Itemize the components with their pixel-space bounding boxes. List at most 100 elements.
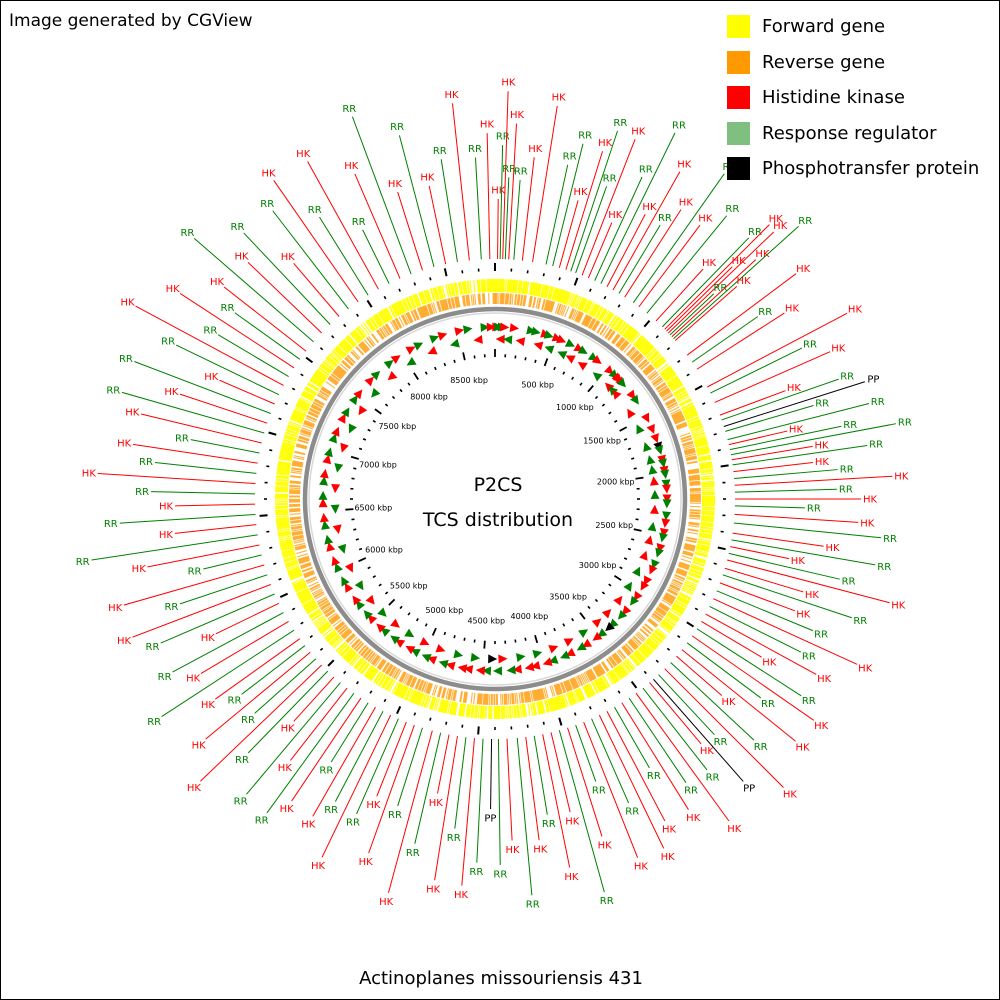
legend: Forward gene Reverse gene Histidine kina…	[727, 9, 979, 187]
reverse-gene-mark	[525, 691, 528, 703]
forward-gene-mark	[279, 452, 293, 457]
reverse-gene-mark	[297, 439, 309, 444]
forward-gene-mark	[683, 407, 696, 414]
forward-gene-mark	[380, 310, 389, 323]
tcs-arrow-rr	[328, 433, 337, 444]
reverse-gene-mark	[673, 415, 684, 421]
reverse-gene-mark	[584, 315, 591, 327]
forward-gene-mark	[311, 376, 323, 385]
forward-gene-mark	[366, 319, 376, 331]
forward-gene-mark	[568, 692, 575, 705]
forward-gene-mark	[478, 279, 481, 293]
reverse-gene-mark	[303, 423, 314, 429]
forward-gene-mark	[312, 375, 324, 384]
scale-tick	[623, 438, 628, 441]
forward-gene-mark	[405, 297, 413, 310]
forward-gene-mark	[661, 367, 673, 377]
forward-gene-mark	[511, 279, 514, 293]
forward-gene-mark	[653, 357, 665, 367]
forward-gene-mark	[691, 564, 704, 570]
reverse-gene-mark	[609, 656, 617, 666]
reverse-gene-mark	[519, 294, 523, 306]
reverse-gene-mark	[311, 405, 322, 412]
reverse-gene-mark	[685, 457, 697, 461]
tcs-arrow-hk	[427, 346, 438, 355]
forward-gene-mark	[670, 381, 682, 390]
forward-gene-mark	[276, 525, 290, 529]
reverse-gene-mark	[416, 679, 422, 690]
reverse-gene-mark	[652, 612, 663, 620]
forward-gene-mark	[674, 600, 687, 609]
forward-gene-mark	[513, 705, 516, 719]
feature-spoke-rr	[591, 718, 630, 804]
reverse-gene-mark	[328, 613, 338, 622]
forward-gene-mark	[663, 371, 676, 381]
feature-spoke-rr	[497, 738, 501, 865]
forward-gene-mark	[674, 388, 687, 397]
forward-gene-mark	[636, 338, 647, 349]
forward-gene-mark	[694, 441, 708, 447]
reverse-gene-mark	[614, 652, 623, 662]
forward-gene-mark	[673, 602, 686, 610]
reverse-gene-mark	[586, 317, 593, 328]
forward-gene-mark	[394, 302, 402, 315]
reverse-gene-mark	[299, 559, 311, 565]
forward-gene-mark	[381, 676, 390, 689]
forward-gene-mark	[432, 287, 438, 301]
reverse-gene-mark	[554, 684, 559, 696]
forward-gene-mark	[570, 691, 577, 704]
scale-tick	[345, 508, 354, 511]
forward-gene-mark	[325, 357, 337, 368]
scale-tick	[434, 366, 437, 371]
tcs-arrow-hk	[395, 639, 406, 648]
forward-gene-mark	[361, 663, 371, 675]
forward-gene-mark	[390, 304, 398, 317]
feature-label-hk: HK	[805, 590, 820, 601]
forward-gene-mark	[293, 582, 307, 590]
reverse-gene-mark	[472, 294, 475, 306]
reverse-gene-mark	[588, 318, 595, 329]
reverse-gene-mark	[656, 607, 666, 615]
forward-gene-mark	[701, 481, 715, 484]
forward-gene-mark	[324, 629, 336, 639]
forward-gene-mark	[293, 408, 307, 416]
feature-label-hk: HK	[608, 210, 623, 221]
feature-spoke-hk	[205, 651, 311, 740]
reverse-gene-mark	[480, 693, 483, 705]
reverse-gene-mark	[422, 305, 428, 317]
forward-gene-mark	[340, 341, 351, 352]
forward-gene-mark	[692, 434, 706, 440]
forward-gene-mark	[654, 630, 665, 640]
tcs-arrow-rr	[657, 458, 667, 469]
reverse-gene-mark	[310, 585, 321, 592]
feature-spoke-rr	[734, 488, 837, 493]
reverse-gene-mark	[666, 401, 678, 408]
tcs-arrow-rr	[337, 543, 347, 554]
forward-gene-mark	[276, 471, 290, 474]
legend-swatch-histidine-kinase	[727, 86, 750, 110]
reverse-gene-mark	[456, 296, 460, 308]
reverse-gene-mark	[662, 597, 673, 605]
forward-gene-mark	[275, 508, 289, 511]
tcs-arrow-rr	[544, 345, 555, 355]
reverse-gene-mark	[337, 624, 347, 633]
forward-gene-mark	[628, 330, 638, 342]
tcs-arrow-rr	[318, 490, 328, 500]
tcs-arrow-rr	[629, 595, 639, 606]
forward-gene-mark	[536, 701, 541, 715]
forward-gene-mark	[579, 298, 587, 311]
outer-tick	[694, 385, 703, 391]
tcs-arrow-hk	[352, 595, 362, 606]
forward-gene-mark	[502, 279, 505, 293]
feature-spoke-rr	[710, 347, 803, 394]
reverse-gene-mark	[644, 623, 654, 632]
reverse-gene-mark	[506, 693, 508, 705]
forward-gene-mark	[646, 348, 657, 359]
feature-spoke-hk	[567, 727, 603, 837]
reverse-gene-mark	[682, 442, 694, 447]
reverse-gene-mark	[661, 391, 672, 398]
reverse-gene-mark	[514, 293, 517, 306]
feature-label-rr: RR	[815, 398, 829, 409]
reverse-gene-mark	[421, 306, 427, 317]
scale-tick	[462, 352, 466, 361]
